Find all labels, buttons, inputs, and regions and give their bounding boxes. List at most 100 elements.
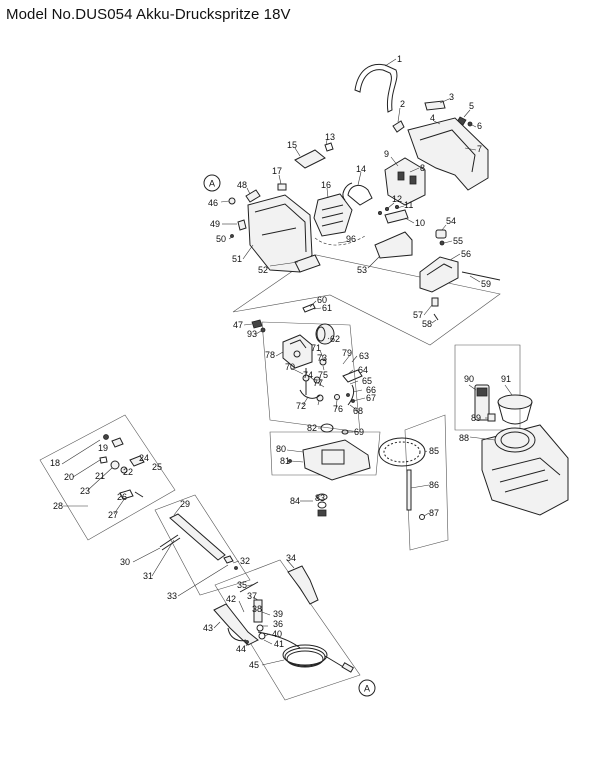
svg-text:80: 80 — [276, 444, 286, 454]
svg-text:14: 14 — [356, 164, 366, 174]
svg-text:96: 96 — [346, 234, 356, 244]
svg-text:52: 52 — [258, 265, 268, 275]
frame-nozzle-kit — [39, 414, 176, 541]
svg-text:90: 90 — [464, 374, 474, 384]
svg-text:54: 54 — [446, 216, 456, 226]
part-strainer-91 — [497, 394, 533, 425]
svg-text:39: 39 — [273, 609, 283, 619]
part-rod — [461, 271, 501, 281]
part-valves-70-77 — [302, 358, 340, 402]
part-cover-plate — [374, 231, 413, 259]
part-tube-72 — [299, 389, 321, 399]
svg-text:93: 93 — [247, 329, 257, 339]
part-valve-83 — [316, 493, 328, 517]
svg-text:4: 4 — [430, 113, 435, 123]
svg-text:17: 17 — [272, 166, 282, 176]
part-wire — [314, 235, 366, 246]
part-pad — [392, 120, 405, 133]
part-battery-holder — [313, 193, 353, 237]
svg-text:74: 74 — [303, 370, 313, 380]
svg-text:57: 57 — [413, 310, 423, 320]
svg-text:79: 79 — [342, 348, 352, 358]
svg-text:20: 20 — [64, 472, 74, 482]
svg-text:66: 66 — [366, 385, 376, 395]
svg-text:28: 28 — [53, 501, 63, 511]
leader-lines — [61, 58, 513, 666]
svg-text:25: 25 — [152, 462, 162, 472]
svg-text:33: 33 — [167, 591, 177, 601]
svg-text:30: 30 — [120, 557, 130, 567]
part-handle-cover — [407, 117, 489, 191]
svg-text:A: A — [209, 179, 215, 189]
part-lance — [159, 513, 238, 570]
svg-text:40: 40 — [272, 629, 282, 639]
svg-text:24: 24 — [139, 453, 149, 463]
part-clip — [324, 142, 334, 152]
svg-text:45: 45 — [249, 660, 259, 670]
svg-text:1: 1 — [397, 54, 402, 64]
svg-text:76: 76 — [333, 404, 343, 414]
svg-text:5: 5 — [469, 101, 474, 111]
svg-text:62: 62 — [330, 334, 340, 344]
part-main-housing — [247, 194, 321, 273]
svg-text:50: 50 — [216, 234, 226, 244]
svg-text:91: 91 — [501, 374, 511, 384]
part-switch-housing — [384, 157, 426, 206]
svg-text:81: 81 — [280, 456, 290, 466]
frame-base-plate — [269, 431, 381, 476]
svg-text:68: 68 — [353, 406, 363, 416]
svg-text:82: 82 — [307, 423, 317, 433]
svg-text:47: 47 — [233, 320, 243, 330]
part-lever-63-68 — [342, 369, 363, 406]
svg-text:7: 7 — [477, 144, 482, 154]
svg-text:61: 61 — [322, 303, 332, 313]
svg-text:55: 55 — [453, 236, 463, 246]
svg-text:59: 59 — [481, 279, 491, 289]
svg-text:84: 84 — [290, 496, 300, 506]
svg-text:48: 48 — [237, 180, 247, 190]
part-trigger-gun — [213, 565, 319, 646]
svg-text:56: 56 — [461, 249, 471, 259]
page-title: Model No.DUS054 Akku-Druckspritze 18V — [6, 6, 291, 23]
part-hose — [257, 631, 355, 673]
part-wiring — [342, 182, 373, 206]
svg-text:67: 67 — [366, 393, 376, 403]
svg-text:64: 64 — [358, 365, 368, 375]
part-labels: 1 2 3 4 5 6 7 8 9 10 11 12 13 14 15 16 1… — [50, 54, 511, 670]
part-cap-89 — [487, 413, 496, 422]
part-small-46-50 — [228, 189, 261, 238]
svg-text:22: 22 — [123, 467, 133, 477]
svg-text:31: 31 — [143, 571, 153, 581]
svg-text:43: 43 — [203, 623, 213, 633]
svg-text:69: 69 — [354, 427, 364, 437]
svg-text:3: 3 — [449, 92, 454, 102]
svg-text:11: 11 — [404, 200, 413, 210]
svg-text:16: 16 — [321, 180, 331, 190]
svg-text:70: 70 — [285, 362, 295, 372]
part-base-plate — [288, 439, 371, 481]
svg-text:A: A — [364, 684, 370, 694]
svg-text:85: 85 — [429, 446, 439, 456]
svg-text:89: 89 — [471, 413, 481, 423]
svg-text:29: 29 — [180, 499, 190, 509]
svg-text:2: 2 — [400, 99, 405, 109]
svg-text:21: 21 — [95, 471, 105, 481]
svg-text:27: 27 — [108, 510, 118, 520]
svg-text:26: 26 — [117, 492, 127, 502]
part-controller — [294, 149, 326, 169]
part-fitting-60-61 — [302, 303, 316, 313]
svg-text:77: 77 — [313, 378, 323, 388]
svg-text:12: 12 — [392, 194, 402, 204]
part-plate — [424, 100, 446, 111]
part-seal-85 — [378, 437, 426, 467]
svg-text:72: 72 — [296, 401, 306, 411]
part-pump-body — [282, 334, 313, 369]
svg-text:46: 46 — [208, 198, 218, 208]
part-strap — [354, 63, 398, 113]
svg-text:63: 63 — [359, 351, 369, 361]
svg-text:44: 44 — [236, 644, 246, 654]
part-tank-lid — [419, 256, 459, 293]
svg-text:15: 15 — [287, 140, 297, 150]
part-tank — [481, 424, 569, 516]
svg-text:32: 32 — [240, 556, 250, 566]
